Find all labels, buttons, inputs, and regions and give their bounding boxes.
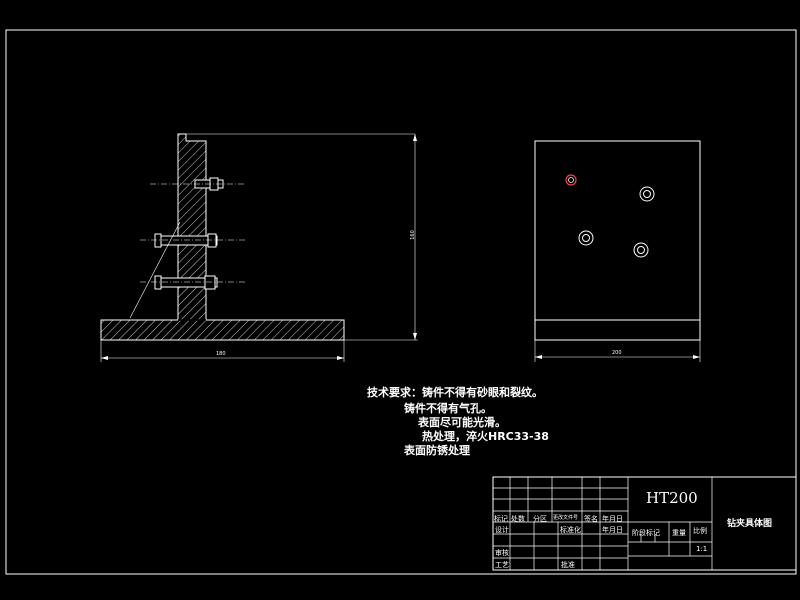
col-docno: 更改文件号: [553, 515, 579, 521]
plan-hole-2: [578, 230, 594, 246]
stage-mark: 阶段标记: [632, 529, 660, 537]
front-web: [177, 133, 207, 321]
weight-label: 重量: [672, 529, 686, 537]
plan-hole-marker: [565, 174, 577, 186]
plan-hole-1: [639, 186, 655, 202]
material-label: HT200: [646, 489, 698, 507]
drawing-border: [5, 29, 797, 575]
col-sign: 签名: [584, 515, 598, 523]
col-mark: 标记: [494, 515, 508, 523]
tech-req-line-5: 表面防锈处理: [404, 444, 470, 457]
col-date: 年月日: [602, 515, 623, 523]
plan-outline: [534, 140, 701, 341]
row-standardize: 标准化: [560, 526, 581, 534]
plan-view: [534, 140, 701, 362]
scale-value: 1:1: [696, 545, 708, 553]
title-block-grid: [492, 476, 797, 571]
front-view: [100, 133, 418, 362]
tech-req-line-2: 铸件不得有气孔。: [404, 402, 492, 415]
tech-req-line-3: 表面尽可能光滑。: [418, 416, 506, 429]
col-count: 处数: [511, 515, 525, 523]
row-process: 工艺: [495, 561, 509, 569]
front-base: [100, 319, 345, 341]
col-zone: 分区: [533, 515, 547, 523]
row-approve: 批准: [561, 561, 575, 569]
dim-plan-width-text: 200: [612, 350, 622, 356]
dim-width-text: 180: [216, 351, 226, 357]
tech-req-line-1: 技术要求：铸件不得有砂眼和裂纹。: [367, 386, 543, 399]
drawing-name: 钻夹具体图: [727, 519, 773, 529]
scale-label: 比例: [693, 527, 707, 535]
tech-req-line-4: 热处理，淬火HRC33-38: [422, 430, 549, 443]
plan-hole-3: [633, 242, 649, 258]
row-design: 设计: [495, 526, 509, 534]
row-date2: 年月日: [602, 526, 623, 534]
dim-height-text: 160: [409, 230, 416, 240]
row-check: 审核: [495, 549, 509, 557]
